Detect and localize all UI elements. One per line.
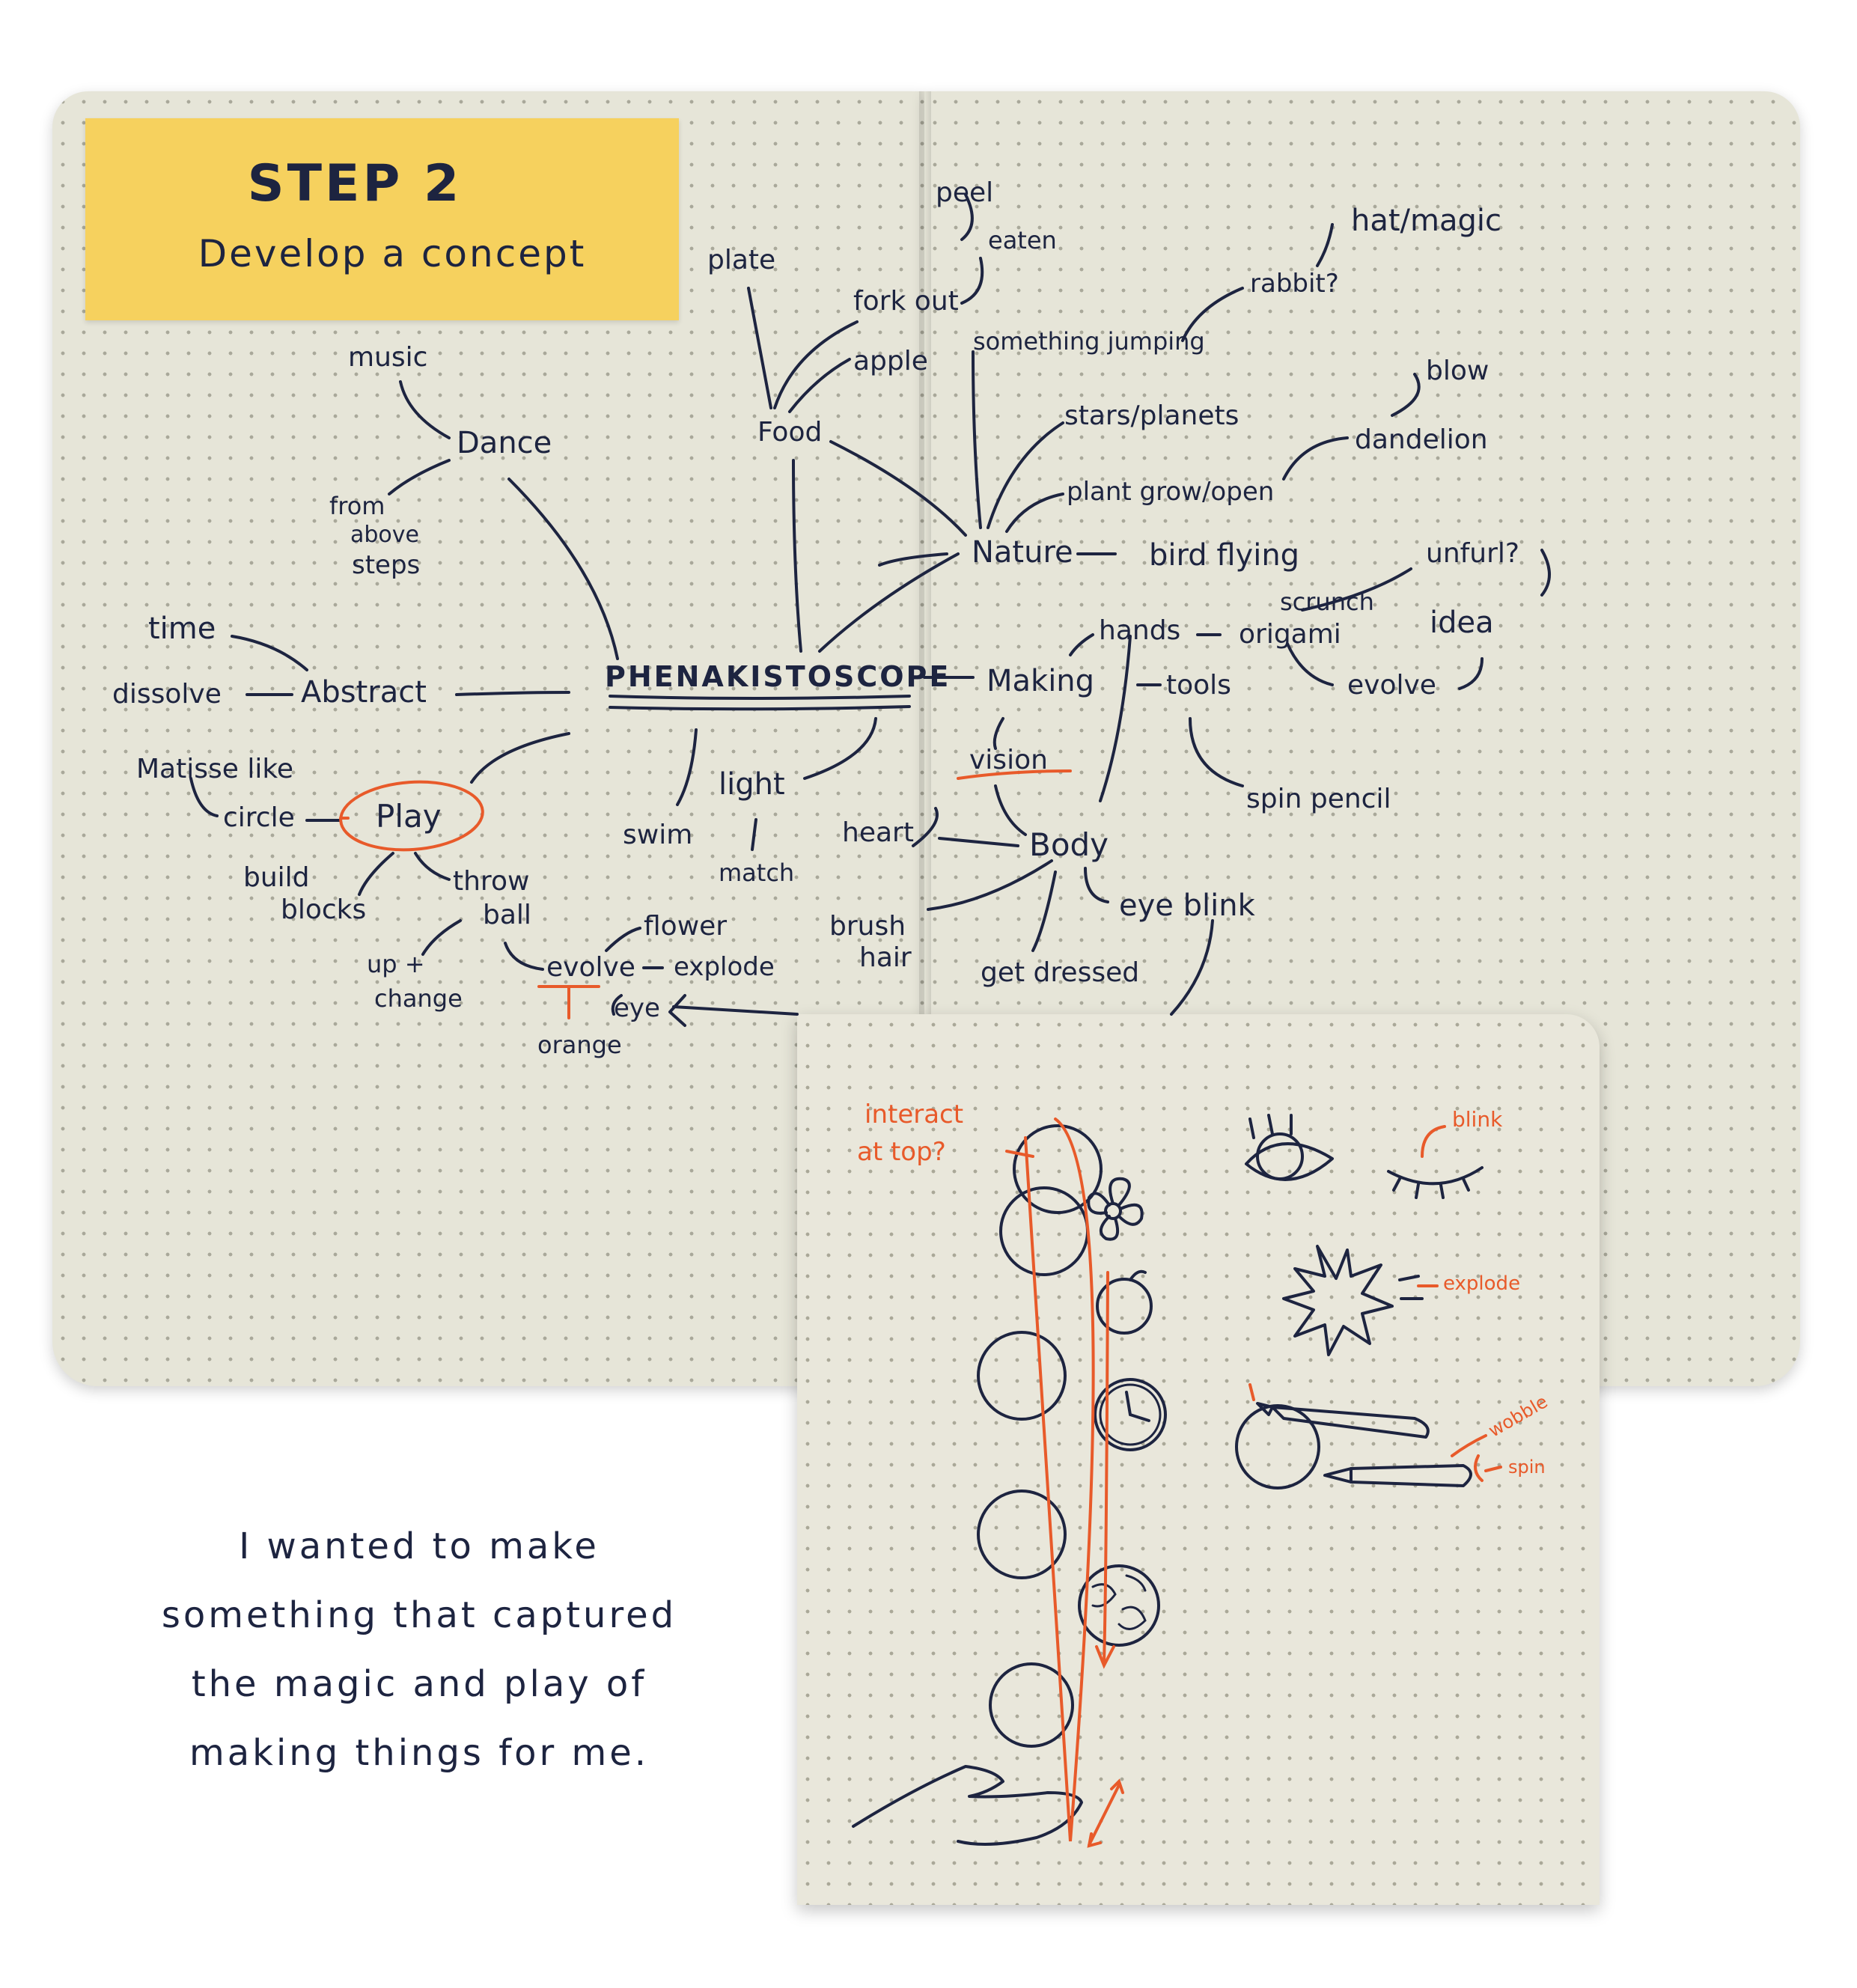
mindmap-label-orange: orange (537, 1033, 622, 1057)
mindmap-label-idea: idea (1430, 608, 1494, 638)
mindmap-label-hair: hair (859, 945, 912, 972)
mindmap-label-plate: plate (707, 247, 775, 274)
mindmap-label-dissolve: dissolve (112, 681, 222, 708)
mindmap-label-stars: stars/planets (1064, 403, 1239, 430)
step-title: STEP 2 (85, 154, 624, 213)
mindmap-label-music: music (348, 344, 427, 371)
mindmap-label-eaten: eaten (988, 228, 1057, 252)
mindmap-label-explode: explode (674, 954, 775, 980)
mindmap-label-eye-blink: eye blink (1119, 891, 1255, 921)
mindmap-label-nature: Nature (972, 537, 1073, 567)
mindmap-label-jumping: something jumping (973, 329, 1205, 353)
mindmap-label-throw: throw (453, 868, 529, 895)
mindmap-label-evolve2: evolve (1347, 672, 1436, 699)
mindmap-label-hands: hands (1099, 618, 1180, 644)
caption-text: I wanted to make something that captured… (75, 1512, 763, 1787)
mindmap-label-light: light (719, 769, 785, 799)
mindmap-label-scrunch: scrunch (1280, 590, 1374, 614)
sketch-label-at-top: at top? (857, 1139, 946, 1165)
mindmap-label-time: time (148, 614, 216, 644)
mindmap-label-apple: apple (853, 348, 928, 375)
caption-line: making things for me. (75, 1719, 763, 1787)
mindmap-label-eye: eye (614, 995, 660, 1021)
mindmap-label-rabbit: rabbit? (1250, 271, 1339, 296)
mindmap-label-unfurl: unfurl? (1426, 540, 1519, 567)
mindmap-label-tools: tools (1166, 672, 1231, 699)
mindmap-label-play: Play (376, 801, 442, 832)
sketch-label-interact: interact (865, 1102, 963, 1127)
mindmap-label-brush: brush (829, 913, 906, 940)
mindmap-label-from: from (329, 494, 385, 518)
mindmap-label-blocks: blocks (281, 897, 366, 924)
mindmap-label-bird: bird flying (1149, 540, 1299, 570)
mindmap-label-dressed: get dressed (981, 960, 1139, 987)
caption-line: I wanted to make (75, 1512, 763, 1581)
mindmap-label-abstract: Abstract (301, 677, 427, 707)
mindmap-label-vision: vision (969, 747, 1048, 774)
mindmap-label-steps: steps (352, 552, 420, 578)
mindmap-label-origami: origami (1239, 621, 1341, 648)
mindmap-label-match: match (719, 861, 794, 885)
mindmap-label-heart: heart (842, 820, 914, 847)
mindmap-label-dandelion: dandelion (1355, 427, 1488, 454)
mindmap-label-above: above (350, 524, 419, 546)
mindmap-label-plant: plant grow/open (1067, 479, 1274, 504)
mindmap-label-evolve: evolve (546, 954, 635, 981)
step-subtitle: Develop a concept (100, 232, 684, 275)
caption-line: something that captured (75, 1581, 763, 1650)
mindmap-center-label: PHENAKISTOSCOPE (605, 662, 951, 691)
mindmap-label-spin-pencil: spin pencil (1246, 786, 1391, 813)
mindmap-label-change: change (374, 987, 463, 1010)
mindmap-label-up: up + (367, 952, 425, 976)
mindmap-label-flower: flower (644, 913, 727, 940)
sketch-label-blink: blink (1452, 1109, 1502, 1130)
sketch-label-spin: spin (1508, 1458, 1546, 1476)
mindmap-label-build: build (243, 865, 310, 891)
mindmap-label-body: Body (1029, 829, 1109, 861)
sticky-note: STEP 2 Develop a concept (85, 118, 679, 320)
mindmap-label-dance: Dance (457, 428, 552, 458)
sketch-label-explode: explode (1443, 1274, 1520, 1293)
mindmap-label-peel: peel (936, 180, 993, 207)
mindmap-label-food: Food (757, 419, 822, 446)
mindmap-label-matisse: Matisse like (136, 756, 293, 783)
mindmap-label-ball: ball (483, 902, 531, 929)
mindmap-label-fork: fork out (853, 288, 959, 315)
caption-line: the magic and play of (75, 1650, 763, 1719)
mindmap-label-making: Making (987, 666, 1094, 696)
mindmap-label-swim: swim (623, 822, 692, 849)
mindmap-label-circle: circle (223, 805, 295, 832)
mindmap-label-hat: hat/magic (1351, 206, 1501, 236)
mindmap-label-blow: blow (1426, 358, 1489, 385)
